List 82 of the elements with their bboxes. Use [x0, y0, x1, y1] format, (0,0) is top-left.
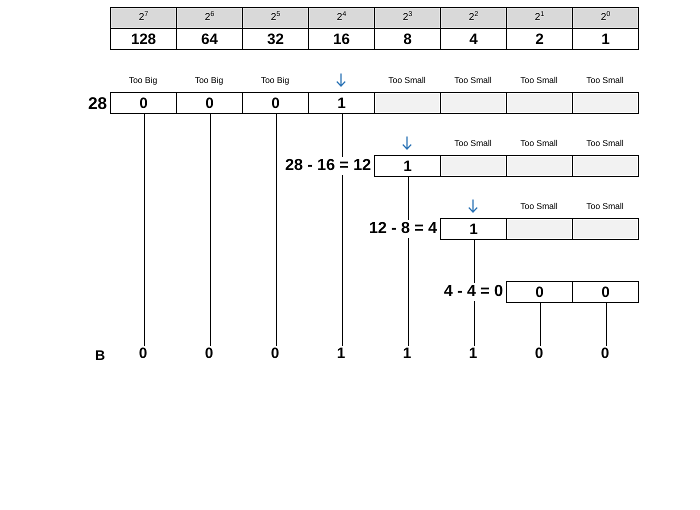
result-bit: 0: [600, 346, 610, 361]
bit-caption: Too Small: [586, 201, 624, 212]
power-of-two: 2$^{1}$: [534, 13, 544, 23]
result-bit: 0: [138, 346, 148, 361]
bit-value: 0: [139, 96, 148, 110]
bit-value: 1: [403, 158, 412, 174]
result-bit: 1: [468, 346, 478, 361]
connector-line: [210, 114, 211, 346]
place-value: 128: [130, 32, 156, 46]
place-value: 64: [201, 32, 218, 46]
connector-line: [540, 302, 541, 346]
unused-bit-box: [440, 155, 507, 177]
connector-line: [144, 114, 145, 346]
place-value: 2: [535, 32, 544, 46]
place-value: 8: [403, 32, 412, 46]
result-bit: 0: [204, 346, 214, 361]
result-bit: 0: [534, 346, 544, 361]
power-box: [110, 7, 177, 29]
bit-caption: Too Small: [454, 138, 492, 149]
unused-bit-box: [374, 92, 441, 114]
result-label: B: [95, 348, 106, 362]
bit-caption: Too Big: [194, 75, 224, 86]
connector-line: [606, 302, 607, 346]
bit-value: 0: [535, 284, 544, 300]
power-of-two: 2$^{6}$: [204, 13, 214, 23]
bit-value: 1: [337, 96, 346, 110]
unused-bit-box: [572, 218, 639, 240]
power-of-two: 2$^{3}$: [402, 13, 412, 23]
power-box: [572, 7, 639, 29]
power-of-two: 2$^{5}$: [270, 13, 280, 23]
unused-bit-box: [572, 92, 639, 114]
unused-bit-box: [440, 92, 507, 114]
unused-bit-box: [506, 218, 573, 240]
bit-caption: Too Small: [586, 75, 624, 86]
unused-bit-box: [506, 92, 573, 114]
power-of-two: 2$^{4}$: [336, 13, 346, 23]
bit-caption: Too Small: [586, 138, 624, 149]
bit-caption: Too Small: [520, 201, 558, 212]
connector-line: [408, 176, 409, 346]
result-bit: 1: [336, 346, 346, 361]
unused-bit-box: [506, 155, 573, 177]
place-value: 16: [333, 32, 350, 46]
subtraction-equation: 28 - 16 = 12: [285, 157, 371, 175]
bit-box: [506, 281, 573, 303]
bit-caption: Too Big: [260, 75, 290, 86]
bit-caption: Too Small: [454, 75, 492, 86]
result-bit: 1: [402, 346, 412, 361]
power-of-two: 2$^{7}$: [138, 13, 148, 23]
power-of-two: 2$^{0}$: [600, 13, 610, 23]
bit-box: [308, 92, 375, 114]
subtraction-equation: 4 - 4 = 0: [444, 283, 503, 301]
bit-caption: Too Small: [388, 75, 426, 86]
place-value-box: [572, 28, 639, 50]
subtraction-equation: 12 - 8 = 4: [368, 220, 437, 238]
place-value: 32: [267, 32, 284, 46]
place-value: 4: [469, 32, 478, 46]
power-box: [440, 7, 507, 29]
power-of-two: 2$^{2}$: [468, 13, 478, 23]
bit-caption: Too Small: [520, 75, 558, 86]
bit-caption: Too Big: [128, 75, 158, 86]
bit-box: [176, 92, 243, 114]
connector-line: [276, 114, 277, 346]
result-bit: 0: [270, 346, 280, 361]
power-box: [506, 7, 573, 29]
bit-value: 0: [271, 96, 280, 110]
bit-box: [374, 155, 441, 177]
bit-value: 0: [601, 284, 610, 300]
bit-box: [110, 92, 177, 114]
power-box: [242, 7, 309, 29]
bit-box: [242, 92, 309, 114]
power-box: [176, 7, 243, 29]
bit-value: 0: [205, 96, 214, 110]
power-box: [374, 7, 441, 29]
bit-box: [440, 218, 507, 240]
place-value-box: [110, 28, 177, 50]
bit-value: 1: [469, 222, 478, 236]
place-value: 1: [601, 32, 610, 46]
bit-caption: Too Small: [520, 138, 558, 149]
power-box: [308, 7, 375, 29]
unused-bit-box: [572, 155, 639, 177]
connector-line: [342, 114, 343, 346]
bit-box: [572, 281, 639, 303]
